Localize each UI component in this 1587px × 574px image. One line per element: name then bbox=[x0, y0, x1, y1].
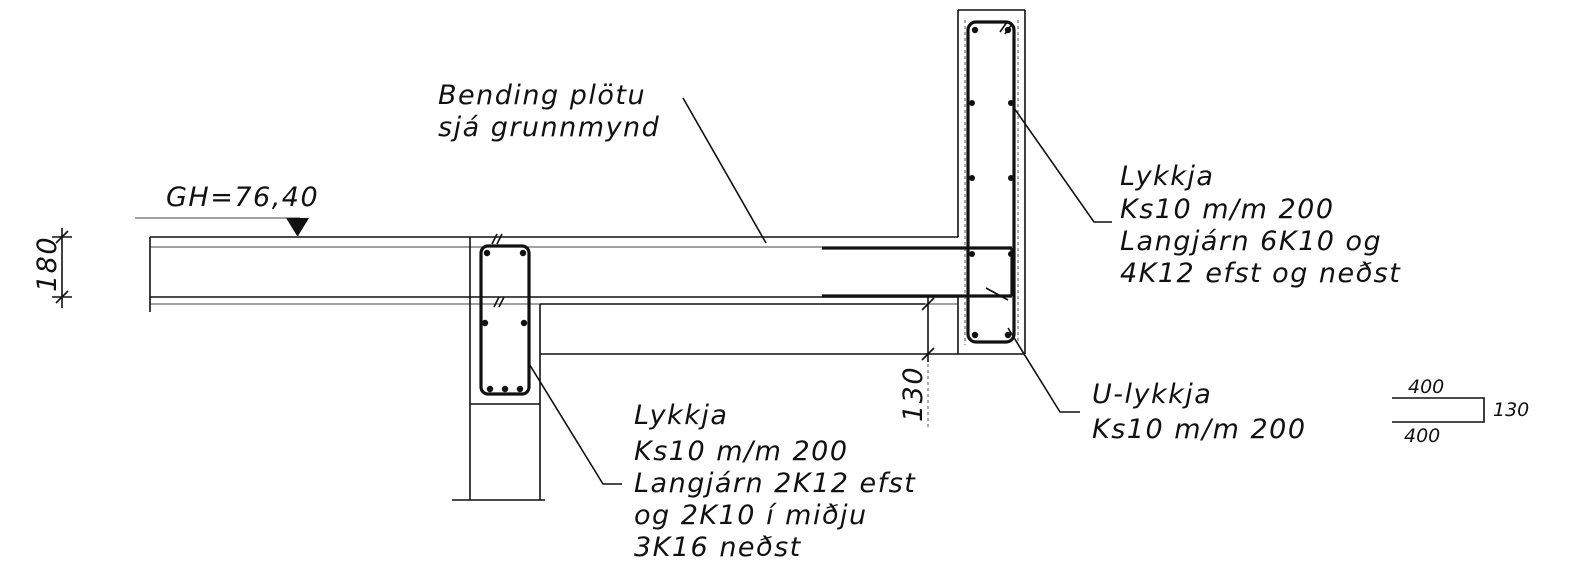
u-legend-bottom: 400 bbox=[1404, 425, 1440, 447]
dimension-180: 180 bbox=[32, 228, 72, 308]
left-note-line-2: Ks10 m/m 200 bbox=[634, 436, 849, 467]
right-note-line-1: Lykkja bbox=[1120, 161, 1214, 192]
u-note-line-2: Ks10 m/m 200 bbox=[1092, 414, 1307, 445]
left-note-line-3: Langjárn 2K12 efst bbox=[634, 468, 916, 499]
left-note-line-4: og 2K10 í miðju bbox=[634, 500, 868, 531]
level-marker-icon bbox=[286, 217, 309, 237]
right-note-line-2: Ks10 m/m 200 bbox=[1120, 194, 1335, 225]
gh-level-label: GH=76,40 bbox=[166, 182, 319, 213]
right-beam bbox=[822, 9, 1026, 355]
left-note-line-5: 3K16 neðst bbox=[634, 532, 802, 563]
right-beam-note: Lykkja Ks10 m/m 200 Langjárn 6K10 og 4K1… bbox=[1013, 107, 1401, 289]
slab-outline bbox=[135, 217, 958, 312]
right-note-line-3: Langjárn 6K10 og bbox=[1120, 226, 1382, 257]
right-note-line-4: 4K12 efst og neðst bbox=[1120, 258, 1401, 289]
u-shape-legend: 400 400 130 bbox=[1392, 376, 1529, 447]
dimension-180-label: 180 bbox=[32, 236, 63, 292]
u-legend-top: 400 bbox=[1408, 376, 1444, 398]
slab-note: Bending plötu sjá grunnmynd bbox=[438, 80, 767, 244]
left-beam bbox=[452, 233, 545, 501]
left-beam-note: Lykkja Ks10 m/m 200 Langjárn 2K12 efst o… bbox=[527, 361, 916, 563]
dimension-130-label: 130 bbox=[898, 366, 929, 422]
u-stirrup-note: U-lykkja Ks10 m/m 200 bbox=[1007, 327, 1307, 445]
slab-note-line-1: Bending plötu bbox=[438, 80, 646, 111]
slab-note-line-2: sjá grunnmynd bbox=[438, 112, 660, 143]
left-note-line-1: Lykkja bbox=[634, 400, 728, 431]
dimension-130: 130 bbox=[898, 296, 935, 422]
u-legend-side: 130 bbox=[1493, 399, 1529, 421]
lower-slab bbox=[540, 303, 958, 430]
u-note-line-1: U-lykkja bbox=[1092, 379, 1212, 410]
